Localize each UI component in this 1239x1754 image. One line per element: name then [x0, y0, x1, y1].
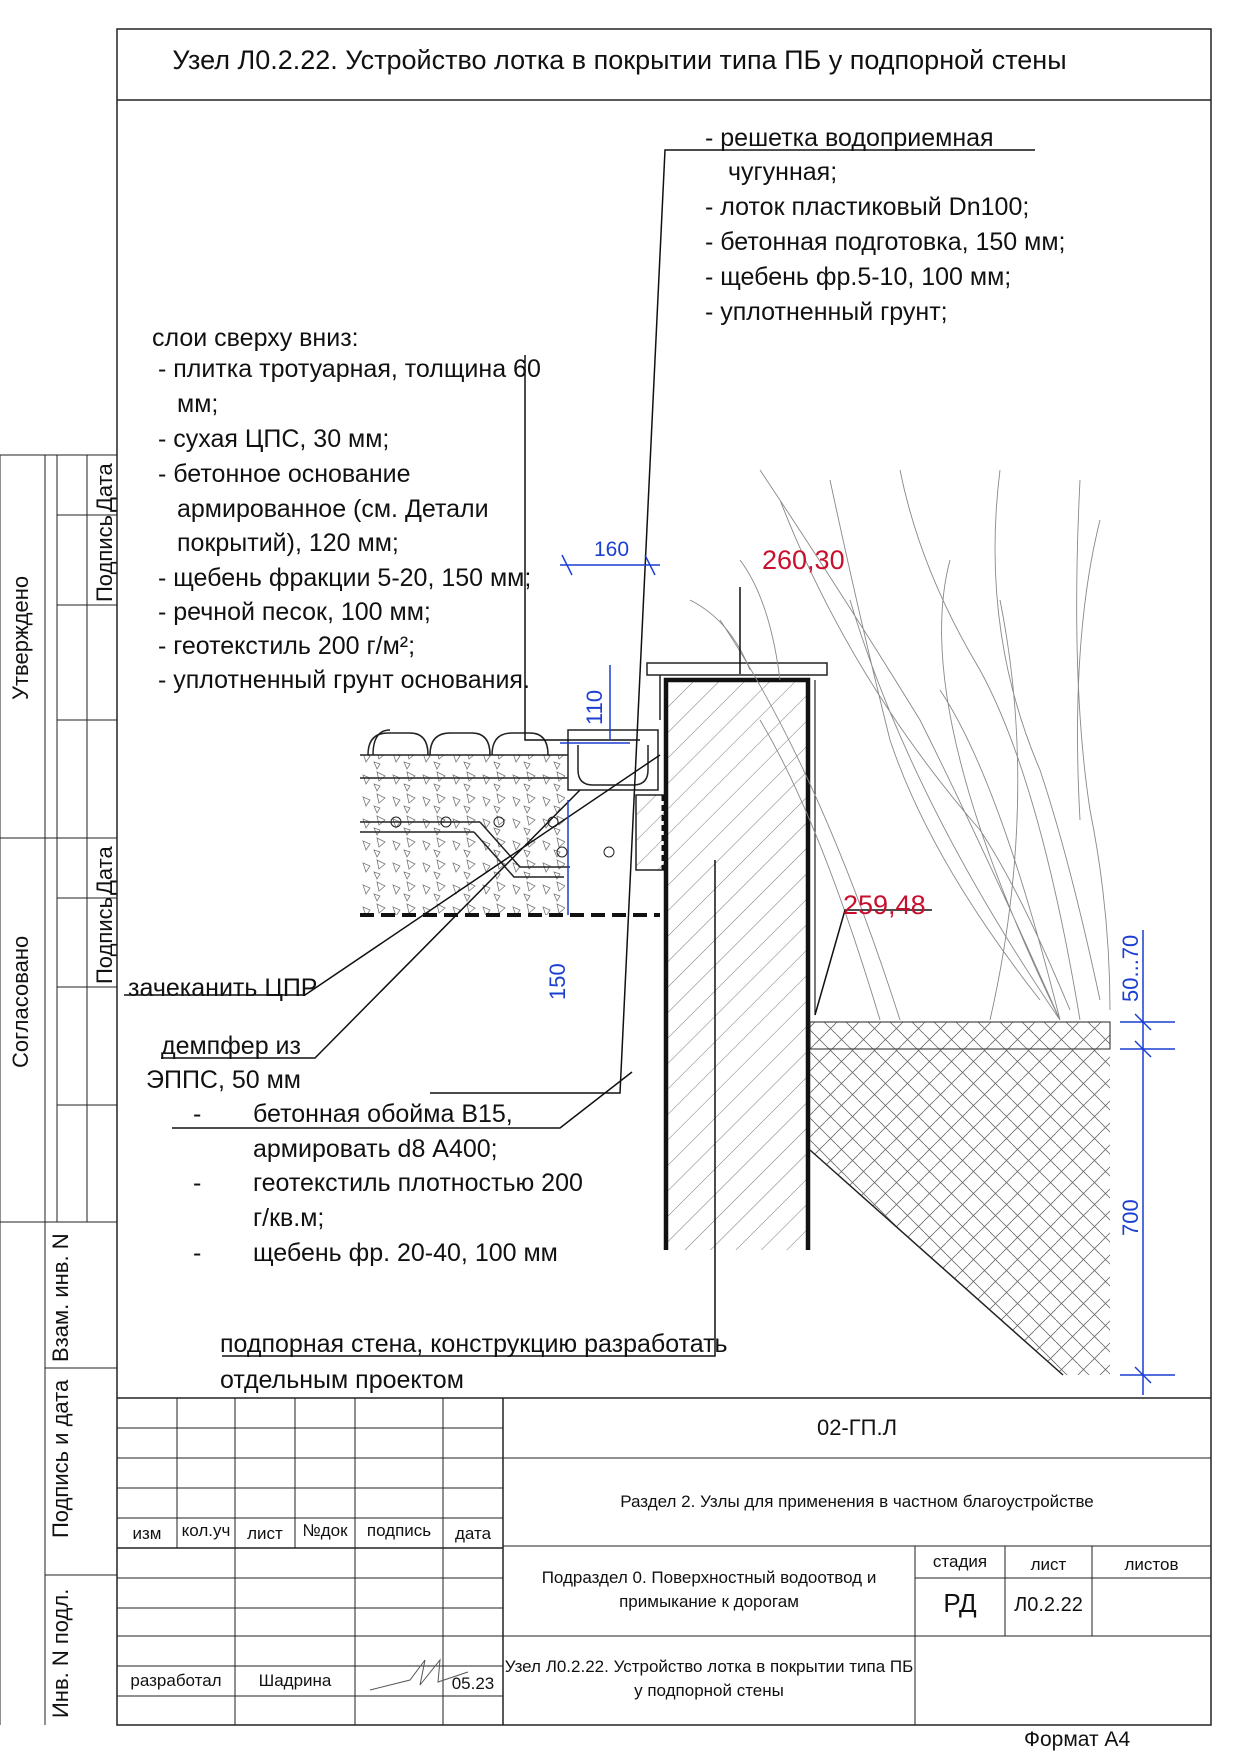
side-date-2: Дата: [92, 846, 117, 895]
elevation-ground: 259,48: [843, 890, 926, 920]
dimension-150: 150: [545, 963, 570, 1000]
side-approved: Утверждено: [8, 575, 33, 700]
leader-lines: [124, 149, 1035, 1357]
callout-lotok-line-1: - решетка водоприемная: [705, 124, 994, 152]
side-agreed: Согласовано: [8, 935, 33, 1068]
sheet-title-line-1: Узел Л0.2.22. Устройство лотка в покрыти…: [504, 1657, 914, 1676]
callout-wall-line-1: подпорная стена, конструкцию разработать: [220, 1330, 728, 1358]
callout-shell-dash-3: -: [193, 1239, 202, 1267]
callout-pavement-line-7: - щебень фракции 5-20, 150 мм;: [158, 564, 532, 592]
callout-pavement-line-6: покрытий), 120 мм;: [177, 529, 399, 557]
header-ndoc: №док: [302, 1521, 348, 1540]
dimension-700: 700: [1118, 1199, 1143, 1236]
subsection-line-1: Подраздел 0. Поверхностный водоотвод и: [541, 1568, 877, 1587]
callout-pavement-line-10: - уплотненный грунт основания.: [158, 666, 530, 694]
role-developer: разработал: [130, 1671, 222, 1690]
page-title: Узел Л0.2.22. Устройство лотка в покрыти…: [172, 45, 1067, 75]
callout-lotok-line-6: - уплотненный грунт;: [705, 298, 948, 326]
callout-damper-line-2: ЭППС, 50 мм: [146, 1066, 301, 1094]
doc-code: 02-ГП.Л: [816, 1415, 898, 1440]
date-value: 05.23: [451, 1674, 495, 1693]
retaining-wall: [663, 677, 816, 1250]
author-name: Шадрина: [258, 1671, 332, 1690]
side-sign-date: Подпись и дата: [48, 1379, 73, 1538]
pavement-section: [360, 729, 660, 917]
side-sign-2: Подпись: [92, 896, 117, 984]
callout-lotok-line-4: - бетонная подготовка, 150 мм;: [705, 228, 1066, 256]
callout-pavement-line-8: - речной песок, 100 мм;: [158, 598, 431, 626]
elevation-top: 260,30: [762, 545, 845, 575]
format-label: Формат А4: [1024, 1728, 1131, 1751]
dimension-lines: [560, 554, 1175, 1395]
header-izm: изм: [132, 1524, 162, 1543]
callout-wall-line-2: отдельным проектом: [220, 1366, 464, 1394]
dimension-110: 110: [582, 689, 607, 725]
header-sheet: лист: [1030, 1555, 1067, 1574]
callout-shell-dash-2: -: [193, 1169, 202, 1197]
ground-right: [689, 469, 1111, 1376]
header-kol: кол.уч: [181, 1521, 231, 1540]
side-date-1: Дата: [92, 463, 117, 512]
signature-mark: [369, 1658, 469, 1691]
header-stage: стадия: [932, 1552, 988, 1571]
dimension-160: 160: [594, 538, 630, 561]
callout-pavement-line-2: мм;: [177, 390, 219, 418]
header-sheets: листов: [1124, 1555, 1179, 1574]
callout-shell-line-1: бетонная обойма В15,: [253, 1100, 513, 1128]
callout-shell-dash-1: -: [193, 1100, 202, 1128]
section-title: Раздел 2. Узлы для применения в частном …: [620, 1492, 1094, 1511]
callout-shell-line-2: армировать d8 А400;: [253, 1135, 498, 1163]
callout-pavement-line-9: - геотекстиль 200 г/м²;: [158, 632, 416, 660]
sheet-frame: [0, 28, 1212, 1726]
header-list: лист: [247, 1524, 283, 1543]
sheet-title-line-2: у подпорной стены: [634, 1681, 784, 1700]
dimension-50-70: 50...70: [1118, 934, 1143, 1002]
stage-value: РД: [943, 1588, 977, 1618]
sheet-value: Л0.2.22: [1014, 1594, 1083, 1616]
callout-pavement-line-3: - сухая ЦПС, 30 мм;: [158, 425, 390, 453]
callout-lotok-line-2: чугунная;: [728, 158, 838, 186]
header-podpis: подпись: [366, 1521, 432, 1540]
callout-caulk: зачеканить ЦПР: [128, 974, 318, 1002]
callout-shell-line-3: геотекстиль плотностью 200: [253, 1169, 583, 1197]
side-sign-1: Подпись: [92, 514, 117, 602]
callout-damper-line-1: демпфер из: [161, 1032, 301, 1060]
callout-shell-line-5: щебень фр. 20-40, 100 мм: [253, 1239, 558, 1267]
header-data: дата: [454, 1524, 492, 1543]
callout-pavement-line-1: - плитка тротуарная, толщина 60: [158, 355, 541, 383]
callout-shell-line-4: г/кв.м;: [253, 1204, 325, 1232]
subsection-line-2: примыкание к дорогам: [619, 1592, 799, 1611]
callout-lotok-line-3: - лоток пластиковый Dn100;: [705, 193, 1030, 221]
callout-pavement-line-4: - бетонное основание: [158, 460, 411, 488]
callout-pavement-line-5: армированное (см. Детали: [177, 495, 489, 523]
side-inv-swap: Взам. инв. N: [48, 1233, 73, 1362]
side-inv-orig: Инв. N подл.: [48, 1588, 73, 1718]
callout-lotok-line-5: - щебень фр.5-10, 100 мм;: [705, 263, 1012, 291]
drain-tray: [567, 662, 828, 871]
callout-pavement-header: слои сверху вниз:: [152, 324, 359, 352]
